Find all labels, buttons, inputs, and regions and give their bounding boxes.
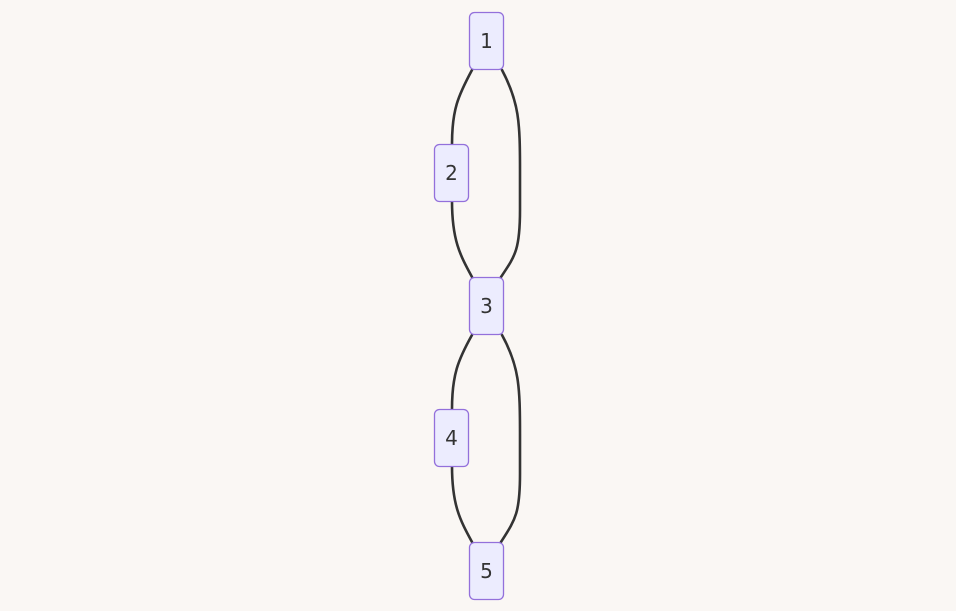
node-1-label: 1 [480,29,493,53]
edge-3-5 [499,333,522,544]
node-5-box [468,541,505,601]
node-4-label: 4 [445,426,458,450]
node-5-label: 5 [480,559,493,583]
edge-3-4 [450,333,474,411]
node-3[interactable]: 3 [468,276,505,336]
node-3-box [468,276,505,336]
edge-4-5 [450,464,474,544]
edge-1-3 [499,68,522,279]
node-4-box [433,408,470,468]
edge-1-2 [450,68,474,146]
node-4[interactable]: 4 [433,408,470,468]
node-5[interactable]: 5 [468,541,505,601]
edge-2-3 [450,199,474,279]
node-2-box [433,143,470,203]
node-2[interactable]: 2 [433,143,470,203]
node-1[interactable]: 1 [468,11,505,71]
node-1-box [468,11,505,71]
node-3-label: 3 [480,294,493,318]
node-2-label: 2 [445,161,458,185]
